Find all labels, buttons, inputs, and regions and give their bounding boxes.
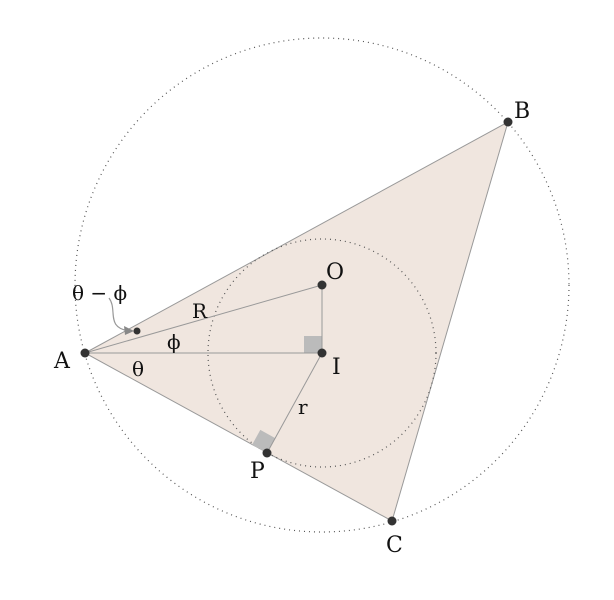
segment-ip <box>266 352 323 454</box>
point-o <box>317 280 327 290</box>
incircle <box>207 238 437 468</box>
triangle-abc <box>83 120 509 522</box>
label-phi: ϕ <box>167 330 181 354</box>
point-theta-minus-phi <box>133 327 141 335</box>
arrowhead-icon <box>124 326 134 335</box>
label-i: I <box>332 355 341 380</box>
point-c <box>387 516 397 526</box>
label-b: B <box>514 99 530 124</box>
point-i <box>317 348 327 358</box>
label-small-r: r <box>298 395 308 419</box>
label-a: A <box>53 349 71 374</box>
point-a <box>80 348 90 358</box>
label-c: C <box>386 533 403 558</box>
label-o: O <box>326 260 344 285</box>
label-theta: θ <box>132 357 144 381</box>
point-b <box>503 117 513 127</box>
points <box>80 117 513 526</box>
right-angle-marker-p <box>252 429 276 453</box>
label-p: P <box>250 459 265 484</box>
point-p <box>262 448 272 458</box>
label-theta-minus-phi: θ − ϕ <box>72 281 127 305</box>
segment-ao <box>84 284 323 354</box>
circumcircle <box>74 37 570 533</box>
label-big-r: R <box>192 299 208 323</box>
right-angle-marker-i <box>304 336 322 353</box>
